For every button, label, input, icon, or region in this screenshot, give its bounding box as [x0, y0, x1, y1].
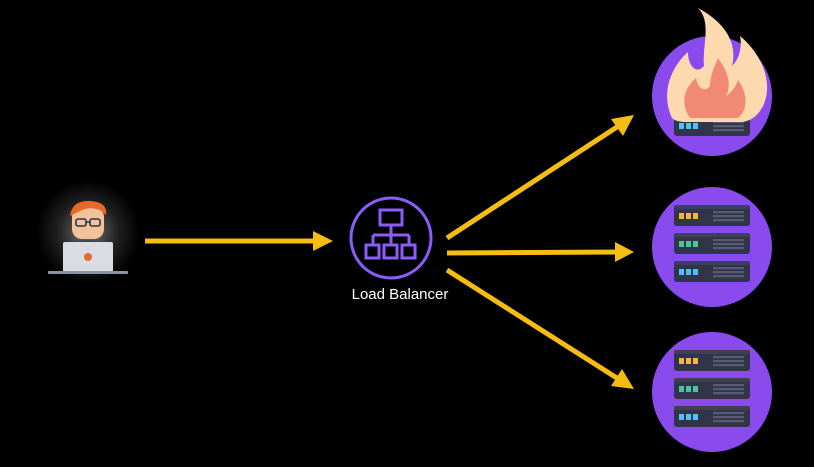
arrow-lb-to-server-bottom [445, 267, 622, 383]
load-balancer-hierarchy-icon [349, 196, 433, 280]
arrow-lb-to-server-middle [446, 249, 621, 256]
server-bottom [652, 332, 772, 452]
arrow-lb-to-server-top [445, 122, 622, 241]
user-at-laptop-icon [36, 180, 140, 284]
server-middle [652, 187, 772, 307]
arrows [145, 115, 634, 389]
server-overloaded [652, 8, 772, 156]
server-rack-icon [674, 205, 750, 282]
fire-icon [667, 8, 768, 122]
load-balancer-label: Load Balancer [351, 286, 449, 303]
server-rack-icon [674, 115, 750, 136]
server-rack-icon [674, 350, 750, 427]
